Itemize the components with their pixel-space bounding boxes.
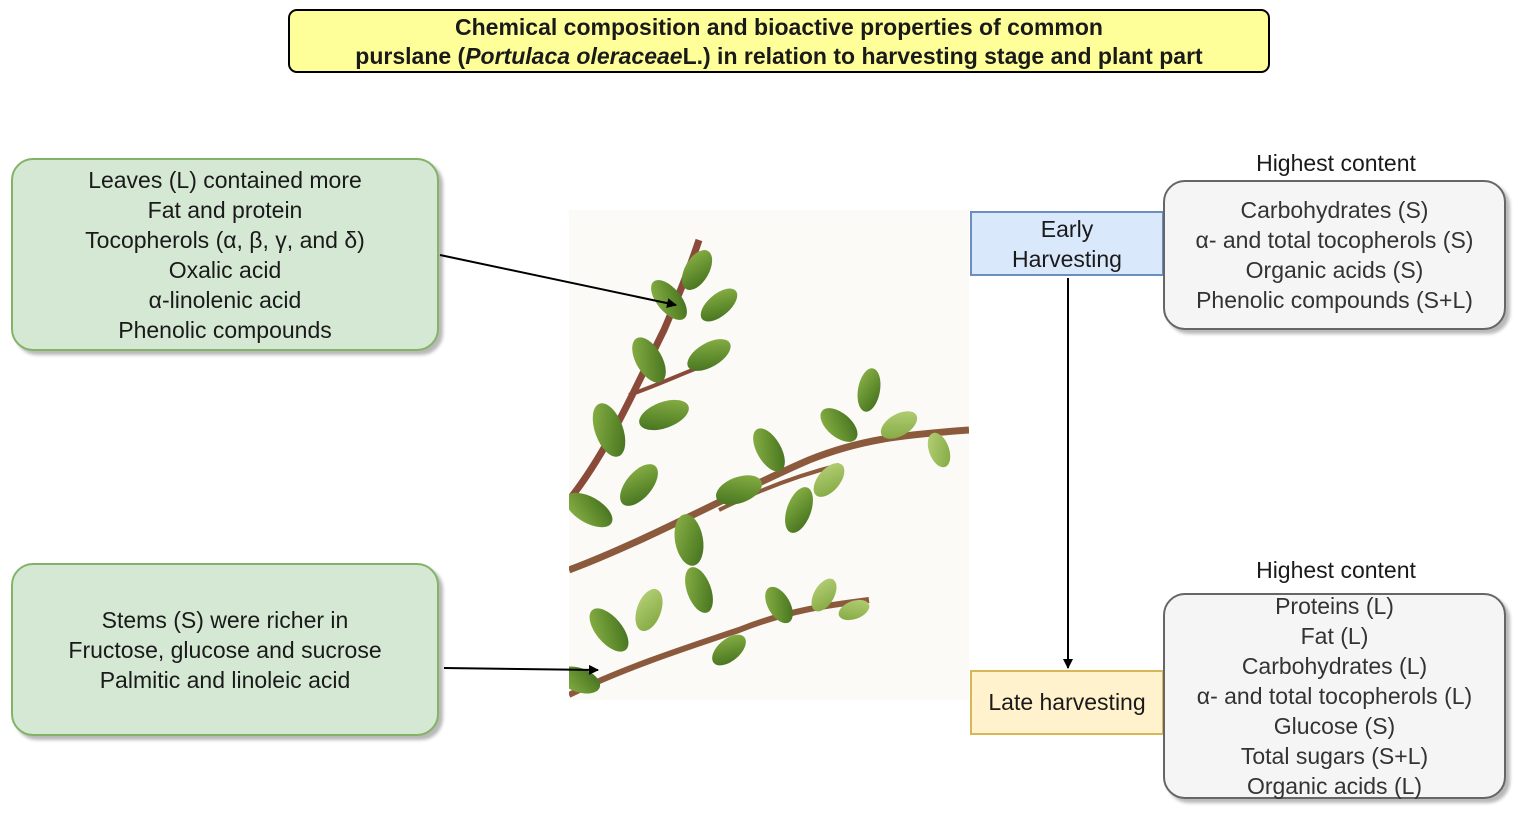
- leaves-line: Phenolic compounds: [118, 316, 332, 343]
- late-item: α- and total tocopherols (L): [1196, 683, 1473, 709]
- leaves-box: Leaves (L) contained more Fat and protei…: [11, 158, 439, 351]
- leaves-line: Oxalic acid: [168, 256, 282, 283]
- late-harvesting-box: Late harvesting: [970, 670, 1164, 735]
- late-item: Organic acids (L): [1246, 773, 1423, 799]
- title-line-1: Chemical composition and bioactive prope…: [455, 14, 1103, 40]
- stems-box: Stems (S) were richer in Fructose, gluco…: [11, 563, 439, 736]
- plant-illustration: [557, 238, 970, 698]
- early-harvesting-box: Early Harvesting: [970, 211, 1164, 276]
- late-label: Late harvesting: [988, 689, 1146, 715]
- title-line-2-post: L.) in relation to harvesting stage and …: [682, 43, 1203, 69]
- leaves-line: Fat and protein: [147, 196, 303, 223]
- early-item: Phenolic compounds (S+L): [1196, 287, 1473, 313]
- early-heading: Highest content: [1256, 150, 1416, 176]
- diagram-title: Chemical composition and bioactive prope…: [288, 9, 1270, 73]
- title-species: Portulaca oleraceae: [465, 43, 683, 69]
- late-item: Glucose (S): [1273, 713, 1396, 739]
- title-line-2-pre: purslane (: [355, 43, 466, 69]
- late-content-box: Proteins (L) Fat (L) Carbohydrates (L) α…: [1163, 593, 1506, 799]
- purslane-plant-photo: [557, 210, 970, 700]
- early-item: Carbohydrates (S): [1240, 197, 1429, 223]
- early-item: α- and total tocopherols (S): [1195, 227, 1474, 253]
- late-item: Total sugars (S+L): [1240, 743, 1429, 769]
- title-line-2: purslane (Portulaca oleraceaeL.) in rela…: [290, 42, 1268, 71]
- late-item: Carbohydrates (L): [1241, 653, 1428, 679]
- late-item: Proteins (L): [1275, 593, 1394, 619]
- late-heading: Highest content: [1256, 557, 1416, 583]
- early-item: Organic acids (S): [1245, 257, 1424, 283]
- early-label-line-1: Early: [1040, 215, 1094, 242]
- leaves-line: α-linolenic acid: [148, 286, 302, 313]
- late-item: Fat (L): [1300, 623, 1369, 649]
- early-label-line-2: Harvesting: [1012, 245, 1122, 272]
- stems-line: Stems (S) were richer in: [101, 606, 349, 633]
- stems-line: Palmitic and linoleic acid: [99, 666, 351, 693]
- leaves-line: Tocopherols (α, β, γ, and δ): [85, 226, 365, 253]
- leaves-line: Leaves (L) contained more: [88, 166, 362, 193]
- stems-line: Fructose, glucose and sucrose: [68, 636, 382, 663]
- early-content-box: Carbohydrates (S) α- and total tocophero…: [1163, 180, 1506, 330]
